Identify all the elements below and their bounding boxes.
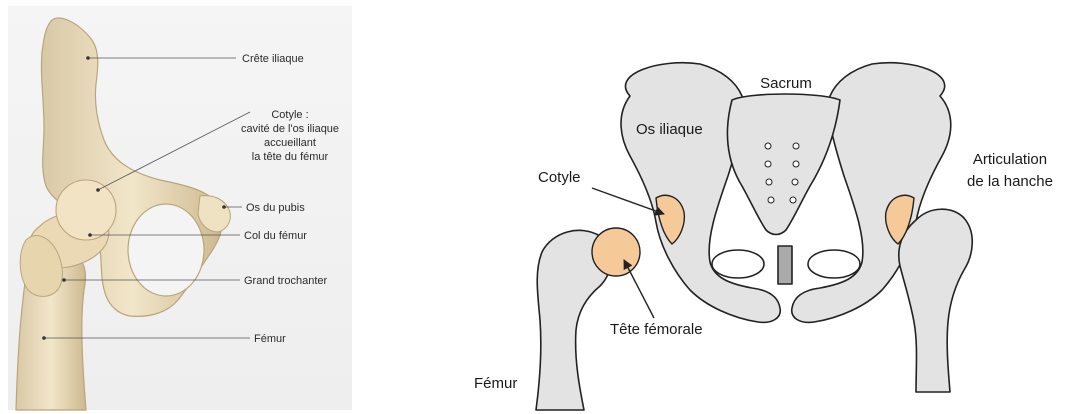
- hip-illustration-svg: Crête iliaque Cotyle : cavité de l'os il…: [0, 0, 360, 414]
- label-grand-trochanter: Grand trochanter: [244, 275, 327, 287]
- label-cotyle: Cotyle: [538, 169, 581, 186]
- label-crete-iliaque: Crête iliaque: [242, 53, 304, 65]
- label-femur-left: Fémur: [254, 333, 286, 345]
- label-cotyle-line4: la tête du fémur: [252, 151, 329, 163]
- label-os-iliaque: Os iliaque: [636, 121, 703, 138]
- label-tete-femorale: Tête fémorale: [610, 321, 703, 338]
- right-femur: [899, 209, 972, 392]
- label-cotyle-line2: cavité de l'os iliaque: [241, 123, 339, 135]
- left-femoral-head-cartilage: [592, 228, 640, 276]
- label-cotyle-line3: accueillant: [264, 137, 316, 149]
- label-cotyle-line1: Cotyle :: [271, 109, 308, 121]
- left-obturator-foramen: [712, 250, 764, 278]
- sacrum-bone: [727, 94, 840, 235]
- label-sacrum: Sacrum: [760, 75, 812, 92]
- pelvis-schematic-diagram: Sacrum Os iliaque Cotyle Articulation de…: [460, 0, 1069, 414]
- obturator-foramen: [128, 204, 204, 296]
- pelvis-diagram-svg: Sacrum Os iliaque Cotyle Articulation de…: [460, 0, 1069, 414]
- pubic-symphysis: [778, 246, 792, 284]
- label-col-du-femur: Col du fémur: [244, 230, 307, 242]
- label-articulation-line1: Articulation: [973, 151, 1047, 168]
- right-obturator-foramen: [808, 250, 860, 278]
- hip-anatomy-illustration: Crête iliaque Cotyle : cavité de l'os il…: [0, 0, 360, 414]
- arrow-tete-femorale: [624, 260, 654, 318]
- label-os-du-pubis: Os du pubis: [246, 202, 305, 214]
- label-femur-right: Fémur: [474, 375, 517, 392]
- label-articulation-line2: de la hanche: [967, 173, 1053, 190]
- femoral-head: [56, 180, 116, 240]
